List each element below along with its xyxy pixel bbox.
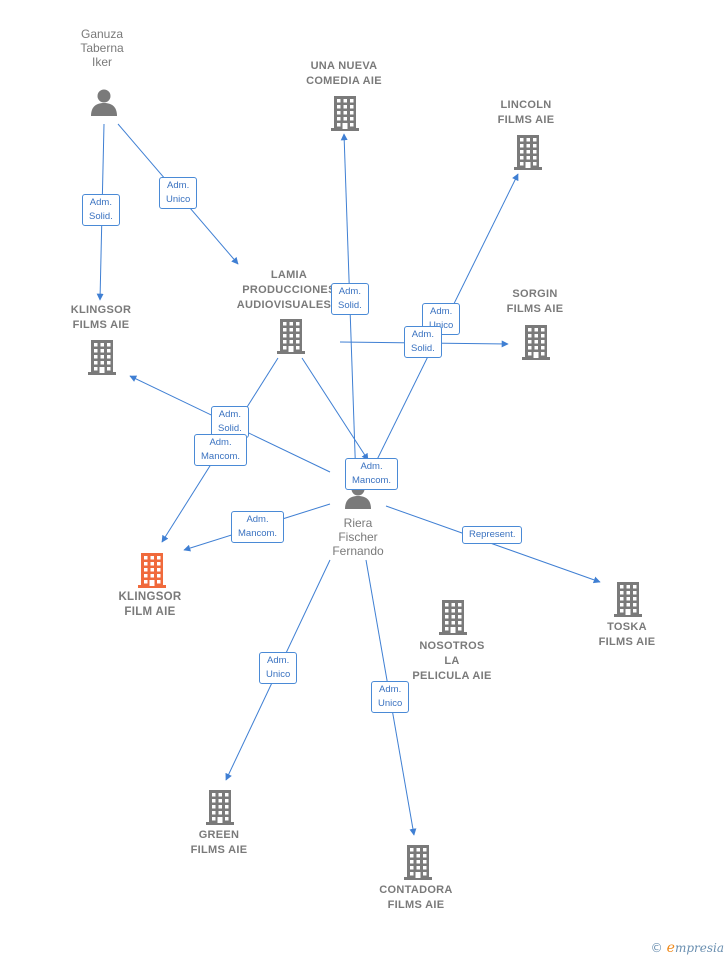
edge-label-riera-toska: Represent. [462, 526, 523, 544]
edge-label-lamia-nosotros: Adm. Mancom. [345, 458, 399, 490]
person-icon[interactable] [89, 87, 119, 122]
building-icon[interactable] [276, 318, 306, 359]
building-icon[interactable] [330, 95, 360, 136]
edge-label-riera-contadora: Adm. Unico [371, 681, 410, 713]
node-label: LINCOLN FILMS AIE [497, 99, 555, 126]
edge-label-ganuza-lamia: Adm. Unico [159, 177, 198, 209]
node-label: NOSOTROS LA PELICULA AIE [412, 639, 492, 682]
edge-label-lamia-klingsor_film: Adm. Mancom. [194, 434, 248, 466]
node-label: KLINGSOR FILMS AIE [70, 304, 132, 331]
building-icon[interactable] [137, 552, 167, 593]
building-icon[interactable] [613, 581, 643, 622]
building-icon[interactable] [403, 844, 433, 885]
node-label: TOSKA FILMS AIE [598, 621, 656, 648]
edge-label-ganuza-klingsor_films: Adm. Solid. [82, 194, 120, 226]
edge-riera-toska [385, 505, 601, 584]
node-label: LAMIA PRODUCCIONES AUDIOVISUALES... [236, 268, 342, 311]
building-icon[interactable] [205, 789, 235, 830]
building-icon[interactable] [513, 134, 543, 175]
node-label: KLINGSOR FILM AIE [118, 591, 182, 618]
edge-label-riera-green: Adm. Unico [259, 652, 298, 684]
node-label: GREEN FILMS AIE [190, 829, 248, 856]
node-label: Riera Fischer Fernando [332, 516, 384, 558]
building-icon[interactable] [438, 599, 468, 640]
node-label: SORGIN FILMS AIE [506, 288, 564, 315]
building-icon[interactable] [521, 324, 551, 365]
node-label: UNA NUEVA COMEDIA AIE [306, 60, 382, 87]
edge-label-riera-una_nueva: Adm. Solid. [331, 283, 369, 315]
node-label: Ganuza Taberna Iker [80, 27, 124, 69]
brand-initial: e [666, 940, 675, 956]
copyright-symbol: © [650, 941, 663, 955]
brand-name: mpresia [674, 941, 724, 955]
building-icon[interactable] [87, 339, 117, 380]
empresia-brand[interactable]: ©empresia [651, 940, 724, 956]
node-label: CONTADORA FILMS AIE [379, 884, 453, 911]
edge-lamia-nosotros [301, 357, 369, 461]
edge-label-lamia-sorgin: Adm. Solid. [404, 326, 442, 358]
edge-label-riera-klingsor_film: Adm. Mancom. [231, 511, 285, 543]
